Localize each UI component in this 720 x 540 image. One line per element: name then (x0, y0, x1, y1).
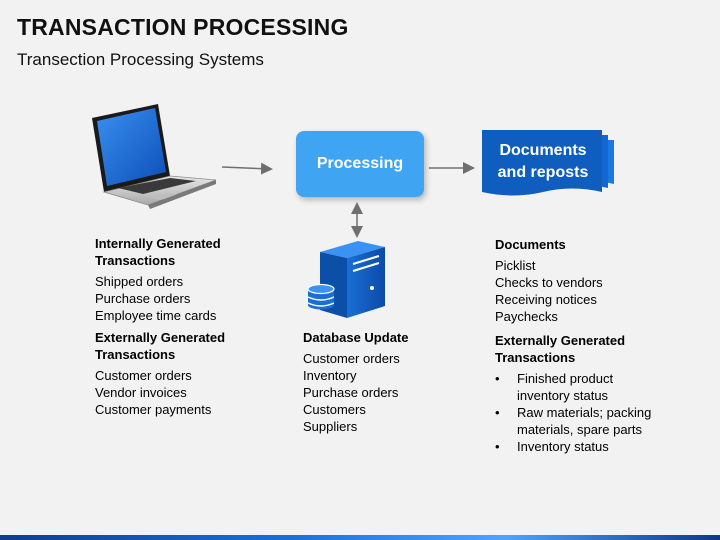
laptop-icon (92, 104, 217, 209)
documents-heading: Documents (495, 237, 566, 252)
list-item: Inventory status (495, 438, 651, 455)
internal-transactions-list: Shipped orders Purchase orders Employee … (95, 273, 221, 324)
external-transactions-heading: Externally Generated Transactions (95, 330, 226, 362)
arrow-to-processing (221, 162, 273, 175)
list-item: Finished product inventory status (495, 370, 651, 404)
database-server-icon (307, 241, 385, 318)
right-external-transactions-heading: Externally Generated Transactions (495, 333, 626, 365)
list-item: Customer orders (303, 351, 400, 366)
internal-transactions-heading: Internally Generated Transactions (95, 236, 221, 268)
database-update-list: Customer orders Inventory Purchase order… (303, 350, 408, 435)
page-subtitle: Transection Processing Systems (17, 50, 264, 69)
documents-label: Documents and reposts (497, 142, 589, 181)
list-item: Suppliers (303, 419, 358, 434)
internal-transactions-block: Internally Generated Transactions Shippe… (95, 235, 221, 324)
processing-box: Processing (296, 131, 424, 197)
right-external-transactions-list: Finished product inventory status Raw ma… (495, 370, 651, 455)
list-item: Customers (303, 402, 366, 417)
list-item: Checks to vendors (495, 275, 603, 290)
bottom-accent-bar (0, 535, 720, 540)
database-update-heading: Database Update (303, 330, 409, 345)
processing-label: Processing (316, 155, 404, 172)
list-item: Paychecks (495, 309, 558, 324)
database-update-block: Database Update Customer orders Inventor… (303, 329, 408, 435)
right-external-transactions-block: Externally Generated Transactions Finish… (495, 332, 651, 455)
list-item: Shipped orders (95, 274, 184, 289)
documents-block: Documents Picklist Checks to vendors Rec… (495, 236, 603, 325)
list-item: Customer orders (95, 368, 192, 383)
list-item: Customer payments (95, 402, 212, 417)
list-item: Receiving notices (495, 292, 597, 307)
list-item: Employee time cards (95, 308, 217, 323)
list-item: Purchase orders (303, 385, 399, 400)
documents-list: Picklist Checks to vendors Receiving not… (495, 257, 603, 325)
external-transactions-list: Customer orders Vendor invoices Customer… (95, 367, 225, 418)
documents-stack-icon (482, 130, 614, 196)
list-item: Inventory (303, 368, 357, 383)
list-item: Vendor invoices (95, 385, 187, 400)
list-item: Raw materials; packing materials, spare … (495, 404, 651, 438)
list-item: Purchase orders (95, 291, 191, 306)
external-transactions-block: Externally Generated Transactions Custom… (95, 329, 225, 418)
list-item: Picklist (495, 258, 536, 273)
page-title: TRANSACTION PROCESSING (17, 14, 349, 40)
